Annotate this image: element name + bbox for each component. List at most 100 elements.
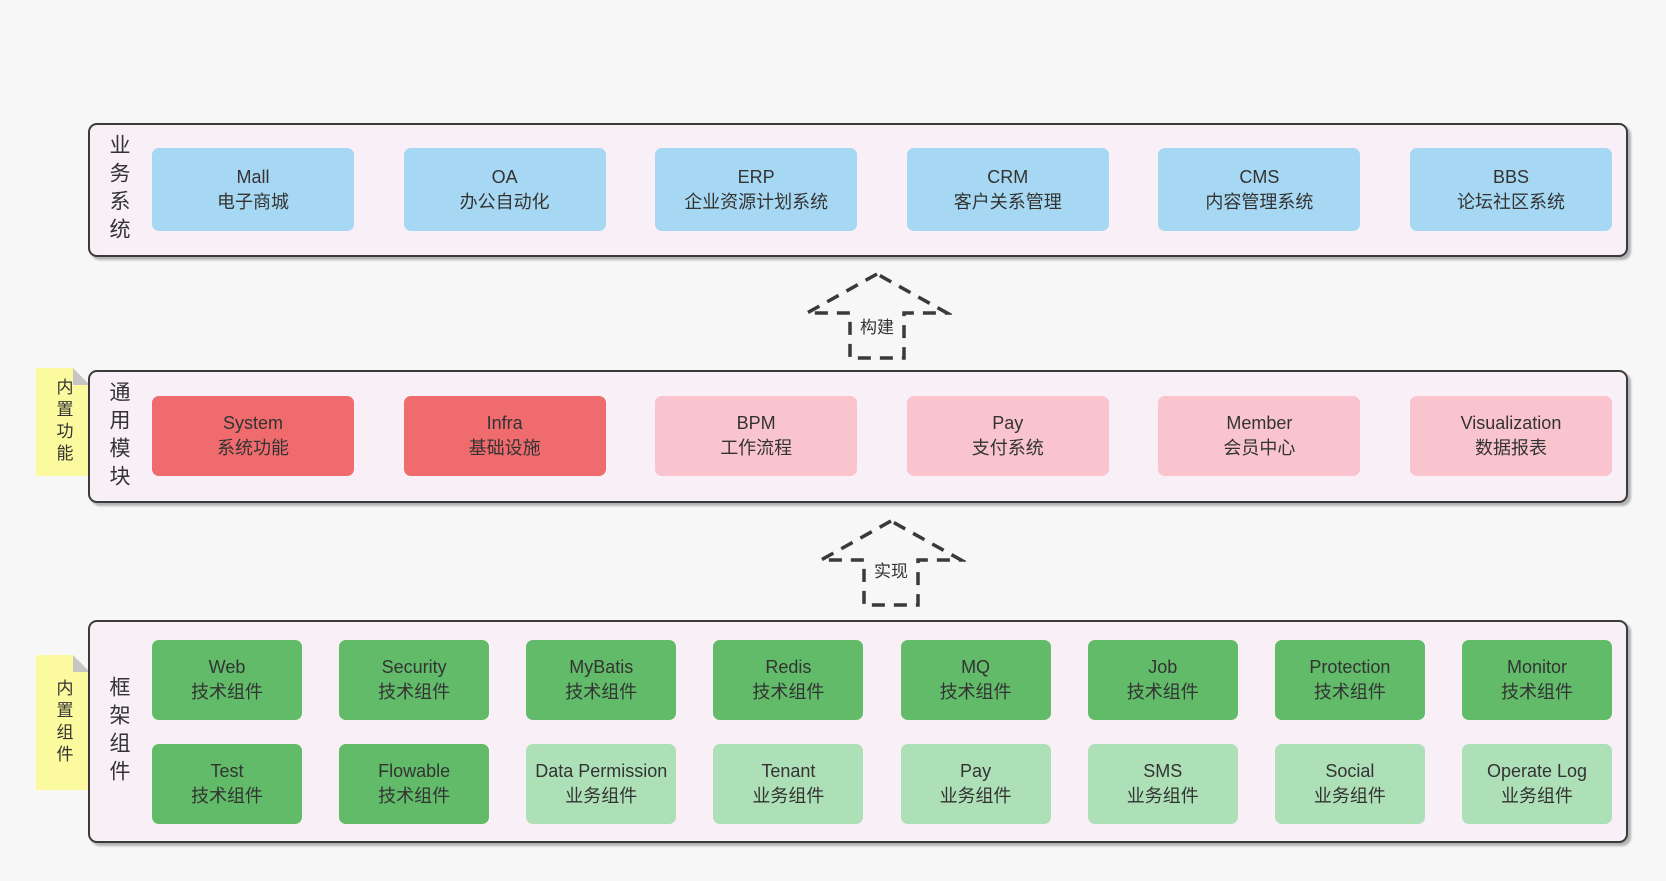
box-name: Visualization: [1460, 413, 1562, 434]
box-member: Member 会员中心: [1158, 396, 1361, 476]
box-name: BPM: [736, 413, 776, 434]
box-bpm: BPM 工作流程: [655, 396, 858, 476]
box-desc: 技术组件: [378, 682, 451, 702]
box-mybatis: MyBatis 技术组件: [526, 640, 677, 720]
layer-common-modules: 通用模块 System 系统功能 Infra 基础设施 BPM 工作流程 Pay…: [88, 370, 1628, 503]
arrow-label-build: 构建: [857, 312, 897, 339]
box-name: Tenant: [761, 761, 816, 782]
box-desc: 技术组件: [191, 682, 263, 702]
note-text: 内置组件: [53, 678, 73, 767]
layer-label-components: 框架组件: [107, 675, 130, 788]
box-operate-log: Operate Log 业务组件: [1461, 744, 1612, 824]
box-monitor: Monitor 技术组件: [1461, 640, 1612, 720]
box-social: Social 业务组件: [1274, 744, 1425, 824]
box-name: Protection: [1309, 657, 1391, 678]
box-name: Pay: [992, 413, 1024, 434]
sticky-note-builtin-functions: 内置功能: [36, 368, 90, 476]
box-pay-component: Pay 业务组件: [900, 744, 1051, 824]
box-pay-system: Pay 支付系统: [906, 396, 1109, 476]
box-protection: Protection 技术组件: [1274, 640, 1425, 720]
box-name: Security: [381, 657, 447, 678]
note-text: 内置功能: [53, 378, 73, 466]
box-desc: 系统功能: [217, 438, 289, 458]
box-sms: SMS 业务组件: [1087, 744, 1238, 824]
box-flowable: Flowable 技术组件: [339, 744, 490, 824]
box-desc: 技术组件: [1313, 682, 1386, 702]
box-name: CRM: [987, 166, 1029, 187]
box-desc: 技术组件: [191, 786, 263, 806]
box-name: Mall: [236, 166, 270, 187]
box-name: Job: [1148, 657, 1178, 678]
box-job: Job 技术组件: [1087, 640, 1238, 720]
box-name: Redis: [765, 657, 812, 678]
box-desc: 技术组件: [752, 682, 825, 702]
box-name: Infra: [486, 413, 523, 434]
components-row-1: Web 技术组件 Security 技术组件 MyBatis 技术组件 Redi…: [152, 640, 1612, 720]
layer-label-business: 业务系统: [107, 134, 130, 246]
box-name: Flowable: [378, 761, 451, 782]
box-cms: CMS 内容管理系统: [1158, 148, 1361, 231]
box-name: SMS: [1143, 761, 1183, 782]
box-desc: 技术组件: [1500, 682, 1573, 702]
components-row-2: Test 技术组件 Flowable 技术组件 Data Permission …: [152, 744, 1612, 824]
box-name: Pay: [960, 761, 992, 782]
box-erp: ERP 企业资源计划系统: [655, 148, 858, 231]
box-name: ERP: [737, 166, 775, 187]
layer-label-modules: 通用模块: [107, 380, 130, 493]
box-desc: 技术组件: [1126, 682, 1199, 702]
box-mall: Mall 电子商城: [152, 148, 354, 231]
box-name: OA: [491, 166, 518, 187]
layer-business-systems: 业务系统 Mall 电子商城 OA 办公自动化 ERP 企业资源计划系统 CRM…: [88, 123, 1628, 257]
box-name: Data Permission: [535, 761, 668, 782]
box-name: Social: [1325, 761, 1375, 782]
box-data-permission: Data Permission 业务组件: [526, 744, 677, 824]
box-desc: 技术组件: [939, 682, 1012, 702]
box-desc: 支付系统: [971, 438, 1044, 458]
box-crm: CRM 客户关系管理: [906, 148, 1109, 231]
box-redis: Redis 技术组件: [713, 640, 864, 720]
box-web: Web 技术组件: [152, 640, 302, 720]
box-test: Test 技术组件: [152, 744, 302, 824]
box-desc: 内容管理系统: [1205, 191, 1314, 212]
box-desc: 数据报表: [1474, 438, 1547, 458]
box-desc: 基础设施: [468, 438, 541, 458]
box-desc: 企业资源计划系统: [684, 191, 829, 212]
box-desc: 客户关系管理: [953, 191, 1062, 212]
box-bbs: BBS 论坛社区系统: [1409, 148, 1612, 231]
box-desc: 业务组件: [752, 786, 825, 806]
box-name: Web: [208, 657, 246, 678]
box-desc: 电子商城: [217, 191, 289, 212]
box-desc: 业务组件: [1500, 786, 1573, 806]
box-name: Test: [210, 761, 244, 782]
box-desc: 技术组件: [565, 682, 638, 702]
layer-framework-components: 框架组件 Web 技术组件 Security 技术组件 MyBatis 技术组件…: [88, 620, 1628, 843]
box-name: BBS: [1492, 166, 1529, 187]
box-name: Operate Log: [1486, 761, 1588, 782]
box-name: System: [222, 413, 283, 434]
box-desc: 技术组件: [378, 786, 451, 806]
modules-box-row: System 系统功能 Infra 基础设施 BPM 工作流程 Pay 支付系统…: [152, 396, 1612, 476]
box-infra: Infra 基础设施: [403, 396, 606, 476]
box-oa: OA 办公自动化: [403, 148, 606, 231]
arrow-label-implement: 实现: [871, 556, 911, 583]
box-desc: 业务组件: [939, 786, 1012, 806]
box-desc: 业务组件: [1313, 786, 1386, 806]
box-desc: 工作流程: [720, 438, 793, 458]
box-name: MyBatis: [569, 657, 634, 678]
box-desc: 业务组件: [565, 786, 638, 806]
business-box-row: Mall 电子商城 OA 办公自动化 ERP 企业资源计划系统 CRM 客户关系…: [152, 148, 1612, 231]
box-security: Security 技术组件: [339, 640, 490, 720]
box-name: CMS: [1239, 166, 1280, 187]
box-name: Monitor: [1506, 657, 1567, 678]
box-mq: MQ 技术组件: [900, 640, 1051, 720]
box-visualization: Visualization 数据报表: [1409, 396, 1612, 476]
box-desc: 会员中心: [1223, 438, 1296, 458]
box-desc: 论坛社区系统: [1456, 191, 1565, 212]
box-desc: 业务组件: [1126, 786, 1199, 806]
box-desc: 办公自动化: [459, 191, 550, 212]
box-tenant: Tenant 业务组件: [713, 744, 864, 824]
box-name: Member: [1226, 413, 1293, 434]
box-system: System 系统功能: [152, 396, 354, 476]
box-name: MQ: [961, 657, 991, 678]
